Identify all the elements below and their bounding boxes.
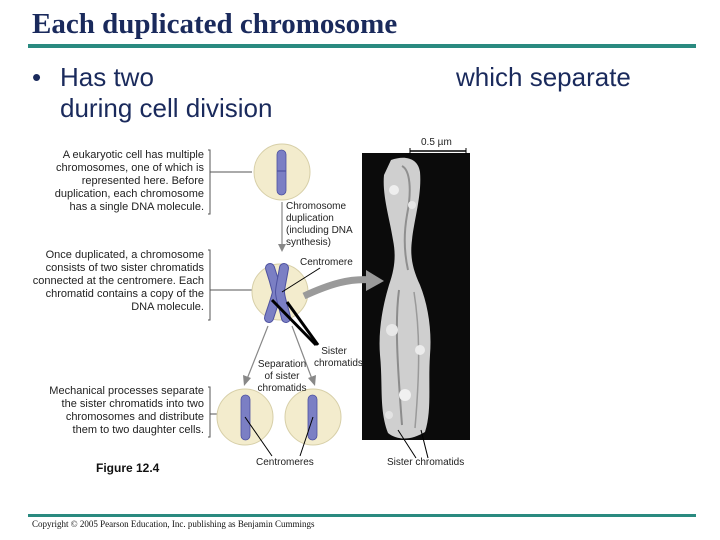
note-line: chromosomes and distribute — [65, 411, 204, 423]
note-line: Once duplicated, a chromosome — [45, 249, 204, 261]
bullet-line-1-right: which separate — [456, 62, 631, 92]
bullet-line-1: Has two — [60, 62, 154, 92]
title-divider — [28, 44, 696, 48]
note-eukaryotic-cell: A eukaryotic cell has multiple chromosom… — [4, 149, 204, 214]
scale-bar-label: 0.5 µm — [421, 137, 452, 148]
micrograph — [362, 153, 470, 440]
note-line: Mechanical processes separate — [49, 385, 204, 397]
label-sister-chromatids-micrograph: Sister chromatids — [387, 457, 465, 468]
sister-chromatid-pointer-2 — [285, 301, 320, 346]
separation-arrow-right — [291, 325, 313, 380]
copyright-notice: Copyright © 2005 Pearson Education, Inc.… — [32, 519, 315, 529]
label-line: duplication — [286, 213, 334, 224]
cell-single-chromosome — [253, 143, 311, 201]
label-line: Chromosome — [286, 201, 347, 212]
note-line: them to two daughter cells. — [72, 424, 204, 436]
label-line: chromatids — [314, 358, 363, 369]
note-duplicated-chromosome: Once duplicated, a chromosome consists o… — [0, 249, 204, 314]
bullet-marker: • — [32, 62, 42, 92]
label-line: Sister — [321, 346, 347, 357]
note-line: represented here. Before — [81, 175, 204, 187]
figure-caption: Figure 12.4 — [96, 461, 160, 475]
micrograph-chromatid-pointer-right — [420, 429, 429, 459]
note-line: the sister chromatids into two — [61, 398, 204, 410]
note-line: connected at the centromere. Each — [32, 275, 204, 287]
centromere-pointer — [281, 267, 321, 293]
label-line: chromatids — [257, 383, 307, 394]
note-line: DNA molecule. — [131, 301, 204, 313]
note-line: chromatid contains a copy of the — [45, 288, 204, 300]
label-line: synthesis) — [286, 237, 332, 248]
label-separation: Separation of sister chromatids — [254, 359, 310, 395]
label-line: (including DNA — [286, 225, 353, 236]
label-centromere: Centromere — [300, 257, 353, 268]
micrograph-arrow — [302, 276, 373, 300]
separation-arrow-left — [246, 325, 269, 380]
footer-divider — [28, 514, 696, 517]
note-line: has a single DNA molecule. — [69, 201, 204, 213]
sister-chromatid-pointer-1 — [270, 298, 318, 347]
cell-duplicated-chromosome — [251, 263, 309, 323]
note-line: A eukaryotic cell has multiple — [62, 149, 204, 161]
label-sister-chromatids: Sister chromatids — [314, 346, 363, 370]
centromeres-pointer-right — [299, 416, 314, 457]
note-line: chromosomes, one of which is — [56, 162, 204, 174]
slide-title: Each duplicated chromosome — [32, 8, 398, 40]
note-mechanical-processes: Mechanical processes separate the sister… — [4, 385, 204, 437]
label-chromosome-duplication: Chromosome duplication (including DNA sy… — [286, 201, 353, 249]
note-line: consists of two sister chromatids — [45, 262, 204, 274]
label-line: Separation — [257, 359, 307, 370]
micrograph-chromatid-pointer-left — [397, 429, 417, 459]
label-line: of sister — [264, 371, 300, 382]
centromeres-pointer-left — [244, 416, 273, 457]
bullet-line-2: during cell division — [60, 93, 273, 123]
note-line: duplication, each chromosome — [54, 188, 204, 200]
label-centromeres: Centromeres — [256, 457, 314, 468]
